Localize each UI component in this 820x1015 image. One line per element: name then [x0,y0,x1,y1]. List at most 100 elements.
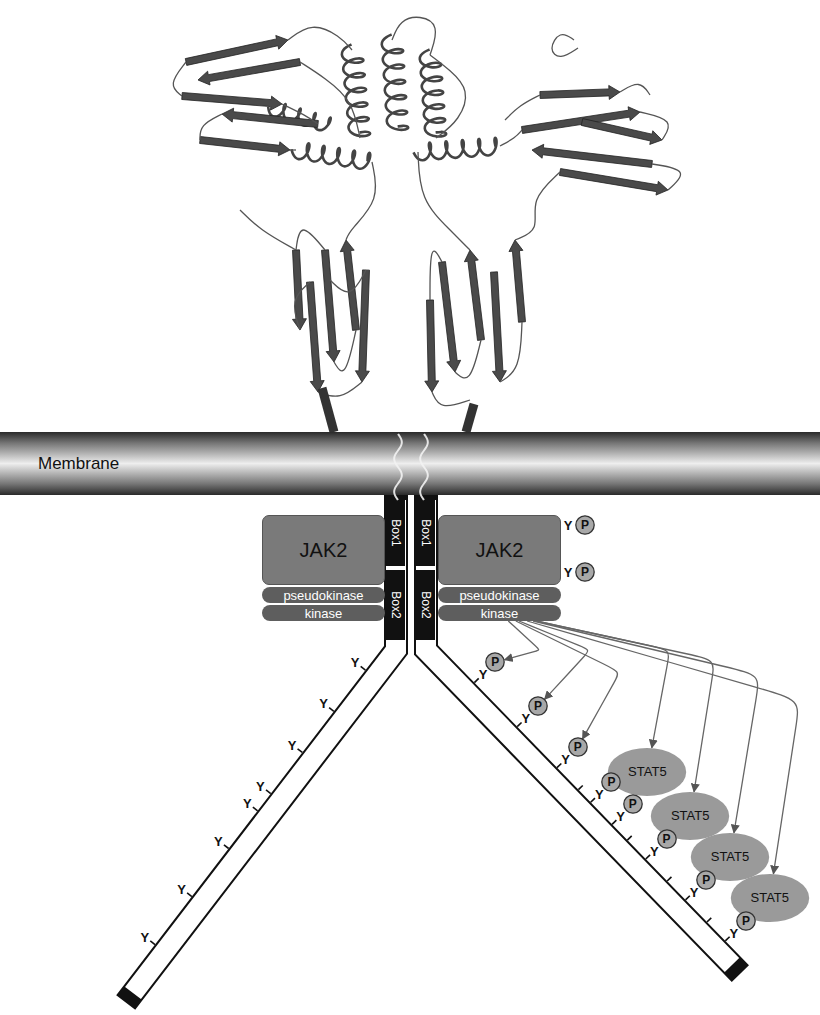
jak2-box: JAK2 [438,515,561,585]
phospho-label: P [574,741,582,753]
phospho-circle: P [485,652,505,672]
tyrosine-tick [557,763,561,767]
tyrosine-label: Y [595,787,604,800]
tyrosine-label: Y [256,779,265,792]
node-label: JAK2 [476,539,524,562]
beta-strand [581,119,662,145]
alpha-helix [292,143,371,168]
tyrosine-label: Y [650,844,659,857]
tyrosine-tick [667,877,671,881]
protein-loop [173,62,186,96]
phospho-label: P [534,700,542,712]
tyrosine-label: Y [288,738,297,751]
phospho-circle: P [601,772,621,792]
phospho-circle: P [568,737,588,757]
node-label: Box1 [420,519,432,546]
phosphorylation-arrow [516,621,618,739]
phospho-label: P [742,915,750,927]
beta-strand [292,250,306,330]
node-label: pseudokinase [459,588,539,603]
protein-loop [500,322,522,382]
phosphorylation-arrow [527,621,797,874]
phospho-circle: P [623,794,643,814]
protein-loop [290,149,296,150]
tyrosine-tick [725,937,729,941]
beta-strand [198,59,301,85]
protein-loop [455,340,481,378]
beta-strand [222,108,318,127]
node-label: Box2 [420,591,432,618]
node-label: Box1 [390,519,402,546]
tyrosine-label: Y [243,796,252,809]
phospho-circle: P [575,562,595,582]
alpha-helix [420,50,446,137]
beta-strand [340,240,359,330]
protein-loop [295,282,310,330]
membrane-band: Membrane [0,432,820,495]
kinase-domain-band: kinase [438,605,561,621]
receptor-chain-outline [426,500,732,965]
beta-strand [540,85,620,99]
beta-strand [491,272,507,382]
tyrosine-label: Y [319,697,328,710]
jak2-box: JAK2 [262,515,385,585]
stat5-blob: STAT5 [607,747,687,797]
beta-strand [532,144,652,167]
tyrosine-tick [187,893,192,897]
protein-loop [346,162,376,240]
protein-loop [240,210,296,250]
protein-loop [620,84,650,95]
phospho-circle: P [736,911,756,931]
protein-loop [318,382,362,396]
juxtamembrane-stalk [322,388,334,432]
protein-loop [652,164,681,190]
tyrosine-tick [578,786,582,790]
tyrosine-tick [266,790,271,794]
stat5-label: STAT5 [711,849,750,864]
receptor-chain [426,500,732,965]
beta-strand [307,282,325,392]
alpha-helix [342,45,370,137]
protein-loop [640,112,668,140]
box-motif: Box1 [416,500,435,566]
tyrosine-tick [150,941,155,945]
alpha-helix [414,138,497,161]
tyrosine-tick [329,708,334,712]
tyrosine-label: Y [564,519,573,532]
tyrosine-tick [707,918,711,922]
protein-loop [418,152,470,250]
node-label: kinase [305,606,343,621]
box-motif: Box2 [416,570,435,640]
protein-loop [552,35,578,57]
beta-strand [182,93,282,111]
stat5-label: STAT5 [671,808,710,823]
beta-strand [185,35,288,65]
tyrosine-tick [298,749,303,753]
protein-loop [392,17,435,55]
protein-loop [432,392,470,406]
tyrosine-label: Y [140,930,149,943]
tyrosine-tick [646,855,650,859]
node-label: JAK2 [300,539,348,562]
phospho-label: P [629,798,637,810]
phospho-label: P [491,656,499,668]
tyrosine-label: Y [177,882,186,895]
receptor-chain [133,500,396,993]
protein-loop [500,130,522,146]
stat5-label: STAT5 [628,764,667,779]
node-label: Box2 [390,591,402,618]
node-label: pseudokinase [283,588,363,603]
phospho-circle: P [575,515,595,535]
stat5-label: STAT5 [751,890,790,905]
tyrosine-label: Y [730,926,739,939]
protein-loop [505,95,540,120]
phosphorylation-arrow [533,621,757,833]
phospho-label: P [607,776,615,788]
tyrosine-label: Y [351,656,360,669]
box-motif: Box2 [386,570,405,640]
alpha-helix [268,104,331,130]
phospho-circle: P [696,870,716,890]
tyrosine-tick [224,845,229,849]
kinase-domain-band: kinase [262,605,385,621]
protein-loop [296,230,325,250]
